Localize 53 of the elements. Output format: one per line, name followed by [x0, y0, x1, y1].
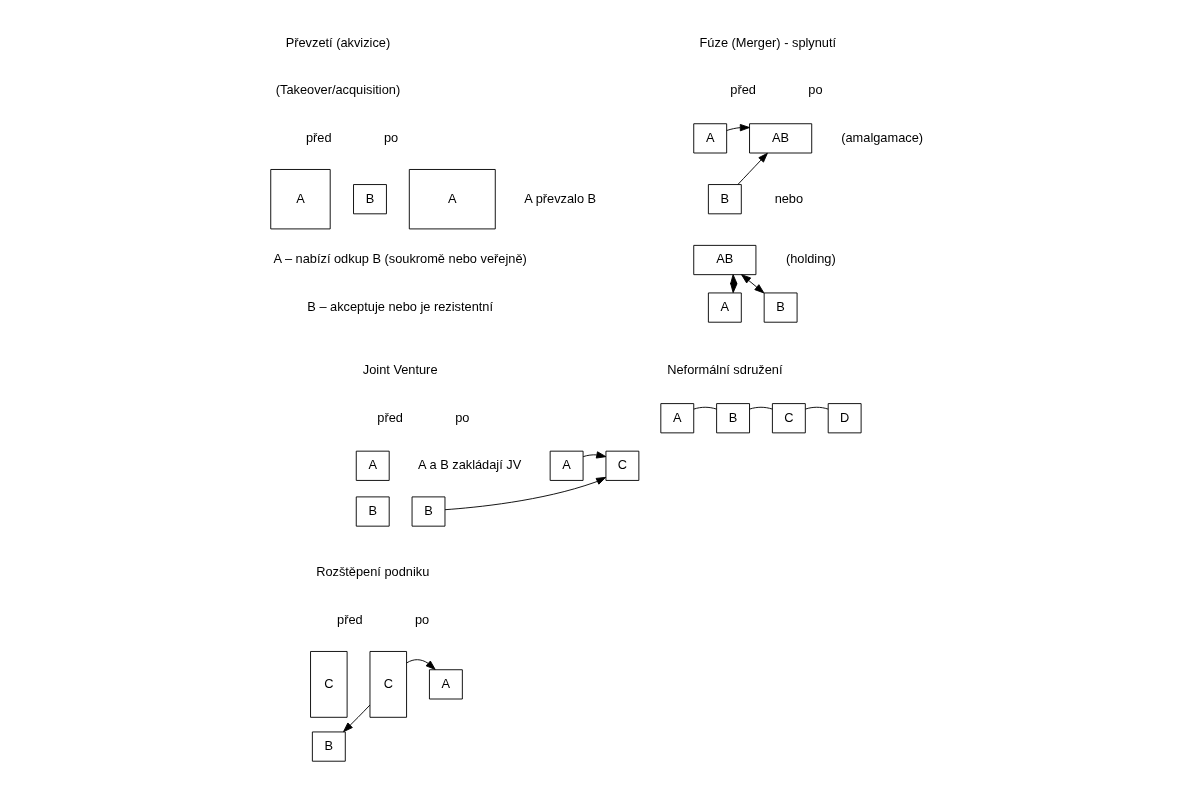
arrow	[726, 123, 750, 132]
label: A a B zakládají JV	[418, 457, 522, 473]
node-box: A	[408, 169, 496, 230]
label: před	[377, 409, 403, 425]
label: Fúze (Merger) - splynutí	[699, 34, 837, 50]
node-box: AB	[693, 244, 757, 276]
node-box: A	[707, 292, 742, 323]
label: B – akceptuje nebo je rezistentní	[307, 298, 494, 314]
node-box: B	[311, 731, 346, 762]
arrow	[582, 451, 607, 459]
arrow	[737, 152, 768, 185]
node-box: A	[549, 450, 584, 481]
arrow	[406, 659, 436, 670]
label: po	[383, 129, 399, 145]
connector	[804, 406, 829, 410]
connector	[693, 406, 717, 410]
label: před	[337, 611, 363, 627]
arrow	[444, 476, 607, 511]
node-box: A	[270, 169, 331, 230]
label: Joint Venture	[362, 362, 438, 378]
node-box: B	[763, 292, 798, 323]
node-box: D	[827, 403, 862, 434]
node-box: B	[716, 403, 750, 434]
node-box: AB	[749, 123, 813, 154]
node-box: A	[693, 123, 728, 154]
arrow	[741, 274, 765, 294]
node-box: A	[428, 669, 463, 700]
label: Převzetí (akvizice)	[285, 34, 391, 50]
label: A – nabízí odkup B (soukromě nebo veřejně)	[273, 251, 527, 267]
arrow	[343, 704, 371, 733]
label: před	[730, 82, 756, 98]
node-label: (holding)	[785, 251, 836, 267]
label: (Takeover/acquisition)	[275, 82, 401, 98]
label: po	[455, 409, 470, 425]
node-box: B	[411, 496, 446, 527]
label: po	[415, 611, 430, 627]
node-box: C	[771, 403, 806, 434]
node-box: A	[355, 450, 390, 481]
label: nebo	[774, 190, 804, 206]
node-box: C	[369, 651, 408, 718]
node-box: B	[355, 496, 390, 527]
node-label: (amalgamace)	[841, 129, 924, 145]
label: po	[808, 82, 823, 98]
connector	[749, 406, 773, 410]
node-box: B	[707, 184, 742, 215]
node-box: B	[353, 184, 387, 215]
label: před	[305, 129, 332, 145]
node-box: A	[660, 403, 695, 434]
node-label: A převzalo B	[524, 190, 597, 206]
label: Neformální sdružení	[667, 362, 783, 378]
node-box: C	[310, 651, 348, 718]
label: Rozštěpení podniku	[316, 564, 430, 580]
node-box: C	[605, 450, 640, 481]
